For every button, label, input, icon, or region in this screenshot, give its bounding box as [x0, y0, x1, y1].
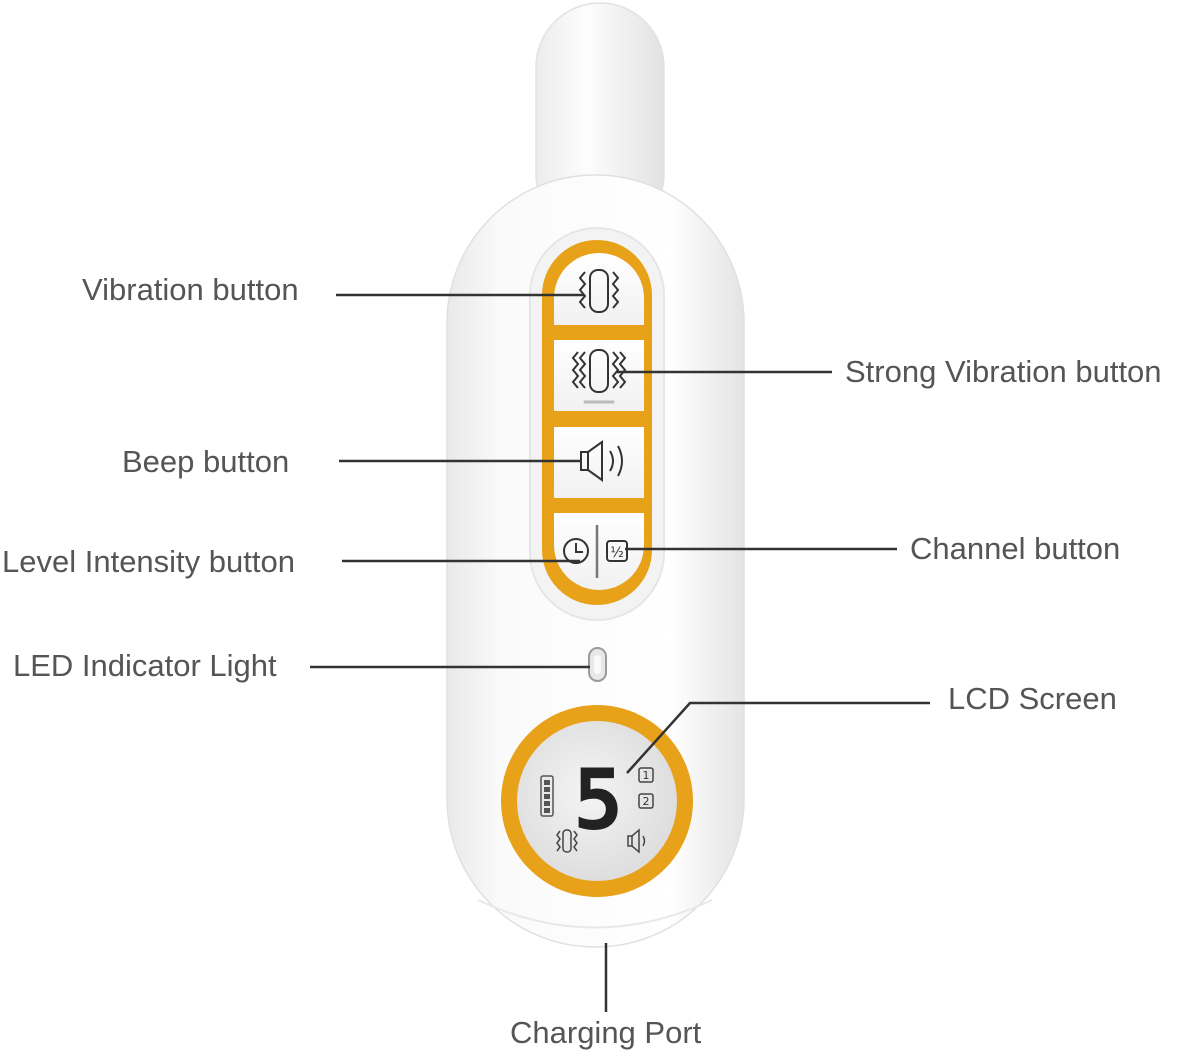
channel-glyph: ½	[610, 545, 624, 561]
lcd-vibration-icon	[556, 829, 578, 853]
svg-text:1: 1	[643, 769, 650, 782]
led-indicator	[588, 647, 607, 682]
label-strong-vibration-button: Strong Vibration button	[845, 354, 1162, 389]
channel-icon	[606, 540, 628, 562]
label-charging-port: Charging Port	[510, 1015, 702, 1050]
strong-vibration-icon	[571, 349, 627, 404]
label-lcd-screen: LCD Screen	[948, 681, 1117, 716]
level-intensity-button[interactable]	[563, 538, 589, 564]
beep-button[interactable]	[554, 427, 644, 498]
label-channel-button: Channel button	[910, 531, 1120, 566]
vibration-button[interactable]	[554, 253, 644, 325]
battery-icon	[540, 775, 554, 817]
lcd-digit: 5	[573, 751, 624, 849]
strong-vibration-button[interactable]	[554, 340, 644, 411]
leader-lcd	[626, 701, 930, 774]
channel-1-indicator: 1	[638, 767, 654, 783]
vibration-icon	[578, 269, 620, 313]
label-led-indicator: LED Indicator Light	[13, 648, 277, 683]
label-vibration-button: Vibration button	[82, 272, 299, 307]
leader-lines	[310, 293, 930, 774]
label-beep-button: Beep button	[122, 444, 289, 479]
level-channel-button	[554, 513, 644, 590]
timer-icon	[563, 538, 589, 564]
svg-text:2: 2	[643, 795, 650, 808]
channel-2-indicator: 2	[638, 793, 654, 809]
label-level-intensity-button: Level Intensity button	[2, 544, 295, 579]
lcd-speaker-icon	[627, 828, 646, 854]
channel-button[interactable]: ½	[606, 540, 628, 562]
lcd-screen: 5 1 2	[501, 705, 693, 897]
labels: Vibration button Strong Vibration button…	[2, 272, 1162, 1050]
speaker-icon	[580, 440, 623, 482]
